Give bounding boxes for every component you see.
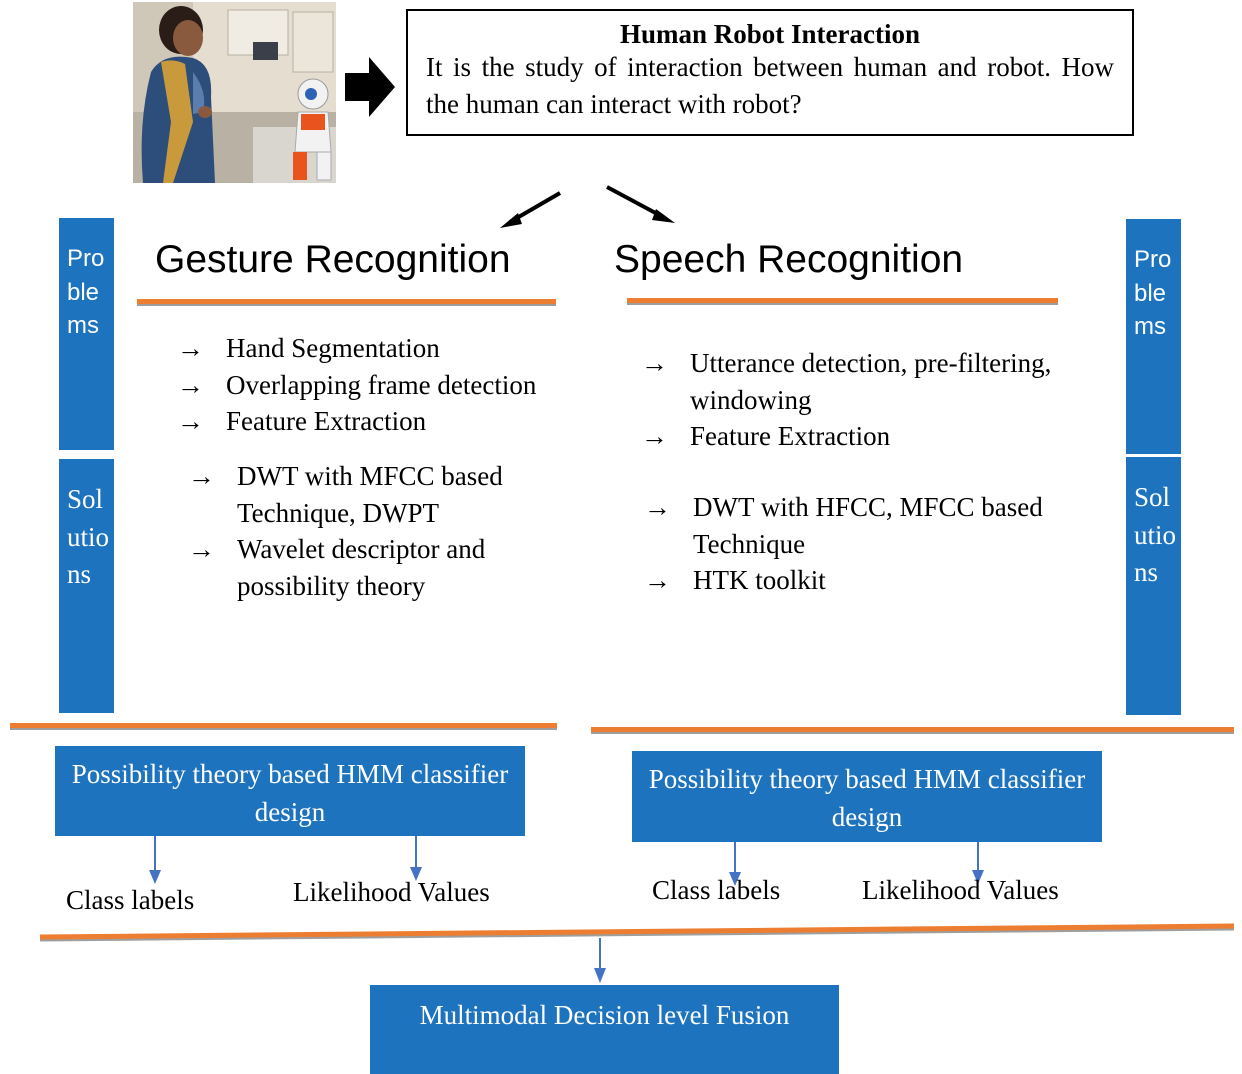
list-item: →Feature Extraction [177,403,607,440]
speech-class-labels: Class labels [652,875,781,905]
left-solutions-tab: Solutions [59,459,114,713]
fusion-box: Multimodal Decision level Fusion [370,985,839,1074]
arrow-bullet-icon: → [177,333,204,363]
list-item: →DWT with HFCC, MFCC based Technique [644,489,1119,562]
gesture-heading: Gesture Recognition [155,238,511,281]
list-item: →Overlapping frame detection [177,367,607,404]
speech-problems-list: →Utterance detection, pre-filtering, win… [641,345,1125,455]
gesture-likelihood-values: Likelihood Values [293,877,490,907]
list-item: →DWT with MFCC based Technique, DWPT [188,458,568,531]
speech-solutions-list: →DWT with HFCC, MFCC based Technique →HT… [644,489,1119,599]
speech-likelihood-values: Likelihood Values [862,875,1059,905]
right-block-arrow-icon [343,55,397,124]
speech-heading: Speech Recognition [614,238,964,281]
speech-classifier-box: Possibility theory based HMM classifier … [632,751,1102,842]
definition-text: It is the study of interaction between h… [426,52,1114,119]
speech-section-rule [591,727,1234,732]
gesture-class-labels: Class labels [66,885,195,915]
speech-heading-rule [627,298,1058,303]
left-problems-tab: Problems [59,218,114,450]
gesture-section-rule [10,723,557,728]
human-robot-photo [133,2,336,183]
list-item: →Wavelet descriptor and possibility theo… [188,531,568,604]
arrow-bullet-icon: → [644,492,671,522]
arrow-bullet-icon: → [188,461,215,491]
arrow-bullet-icon: → [188,534,215,564]
arrow-bullet-icon: → [177,369,204,400]
list-item: →Feature Extraction [641,418,1125,455]
list-item: →Hand Segmentation [177,330,607,367]
right-solutions-tab: Solutions [1126,457,1181,715]
gesture-classifier-box: Possibility theory based HMM classifier … [55,746,525,836]
gesture-solutions-list: →DWT with MFCC based Technique, DWPT →Wa… [188,458,568,604]
arrow-bullet-icon: → [641,421,668,451]
down-right-arrow-icon [603,183,683,236]
list-item: →Utterance detection, pre-filtering, win… [641,345,1125,418]
definition-title: Human Robot Interaction [619,19,920,49]
gesture-problems-list: →Hand Segmentation →Overlapping frame de… [177,330,607,440]
arrow-bullet-icon: → [177,406,204,436]
definition-box: Human Robot Interaction It is the study … [406,9,1134,136]
down-left-arrow-icon [498,190,578,237]
arrow-bullet-icon: → [641,348,668,378]
arrow-bullet-icon: → [644,565,671,595]
list-item: →HTK toolkit [644,562,1119,599]
gesture-heading-rule [137,299,556,304]
right-problems-tab: Problems [1126,219,1181,454]
